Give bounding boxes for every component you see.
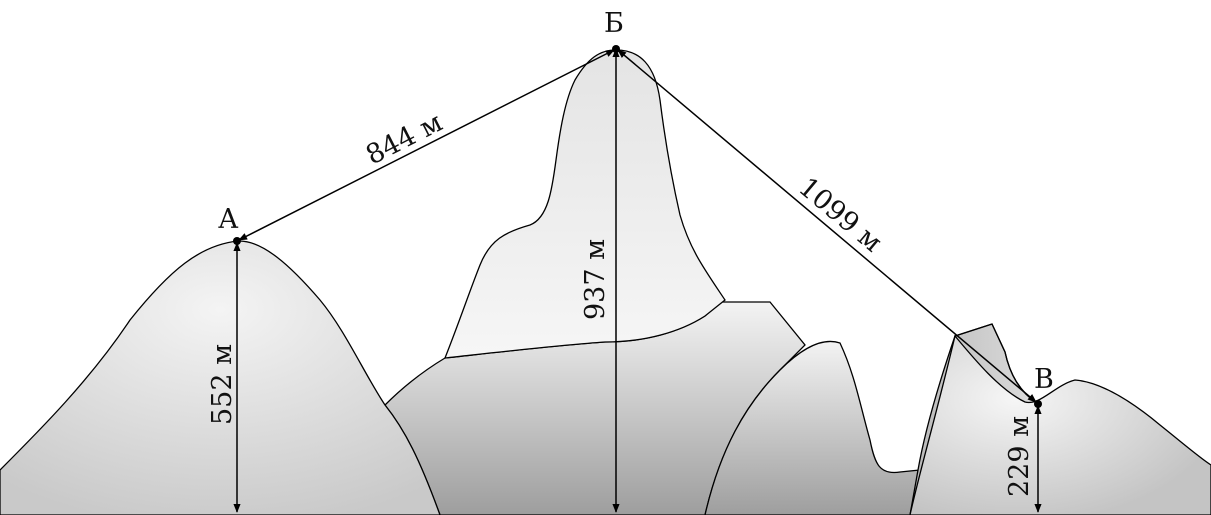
peak-a-mountain — [0, 240, 441, 515]
distance-line-bv — [617, 49, 1037, 403]
distance-ab-label: 844 м — [361, 107, 447, 171]
peak-v-mountain — [909, 334, 1211, 515]
point-b-label: Б — [604, 8, 624, 39]
point-b-dot — [612, 45, 620, 53]
distance-bv-label: 1099 м — [793, 172, 888, 259]
point-v-dot — [1034, 400, 1042, 408]
point-v-label: В — [1034, 364, 1054, 395]
height-v-label: 229 м — [1004, 416, 1035, 497]
point-a-dot — [233, 237, 241, 245]
height-a-label: 552 м — [207, 344, 238, 425]
distance-line-ab — [238, 49, 615, 241]
point-a-label: А — [218, 204, 239, 235]
height-b-label: 937 м — [580, 239, 611, 320]
